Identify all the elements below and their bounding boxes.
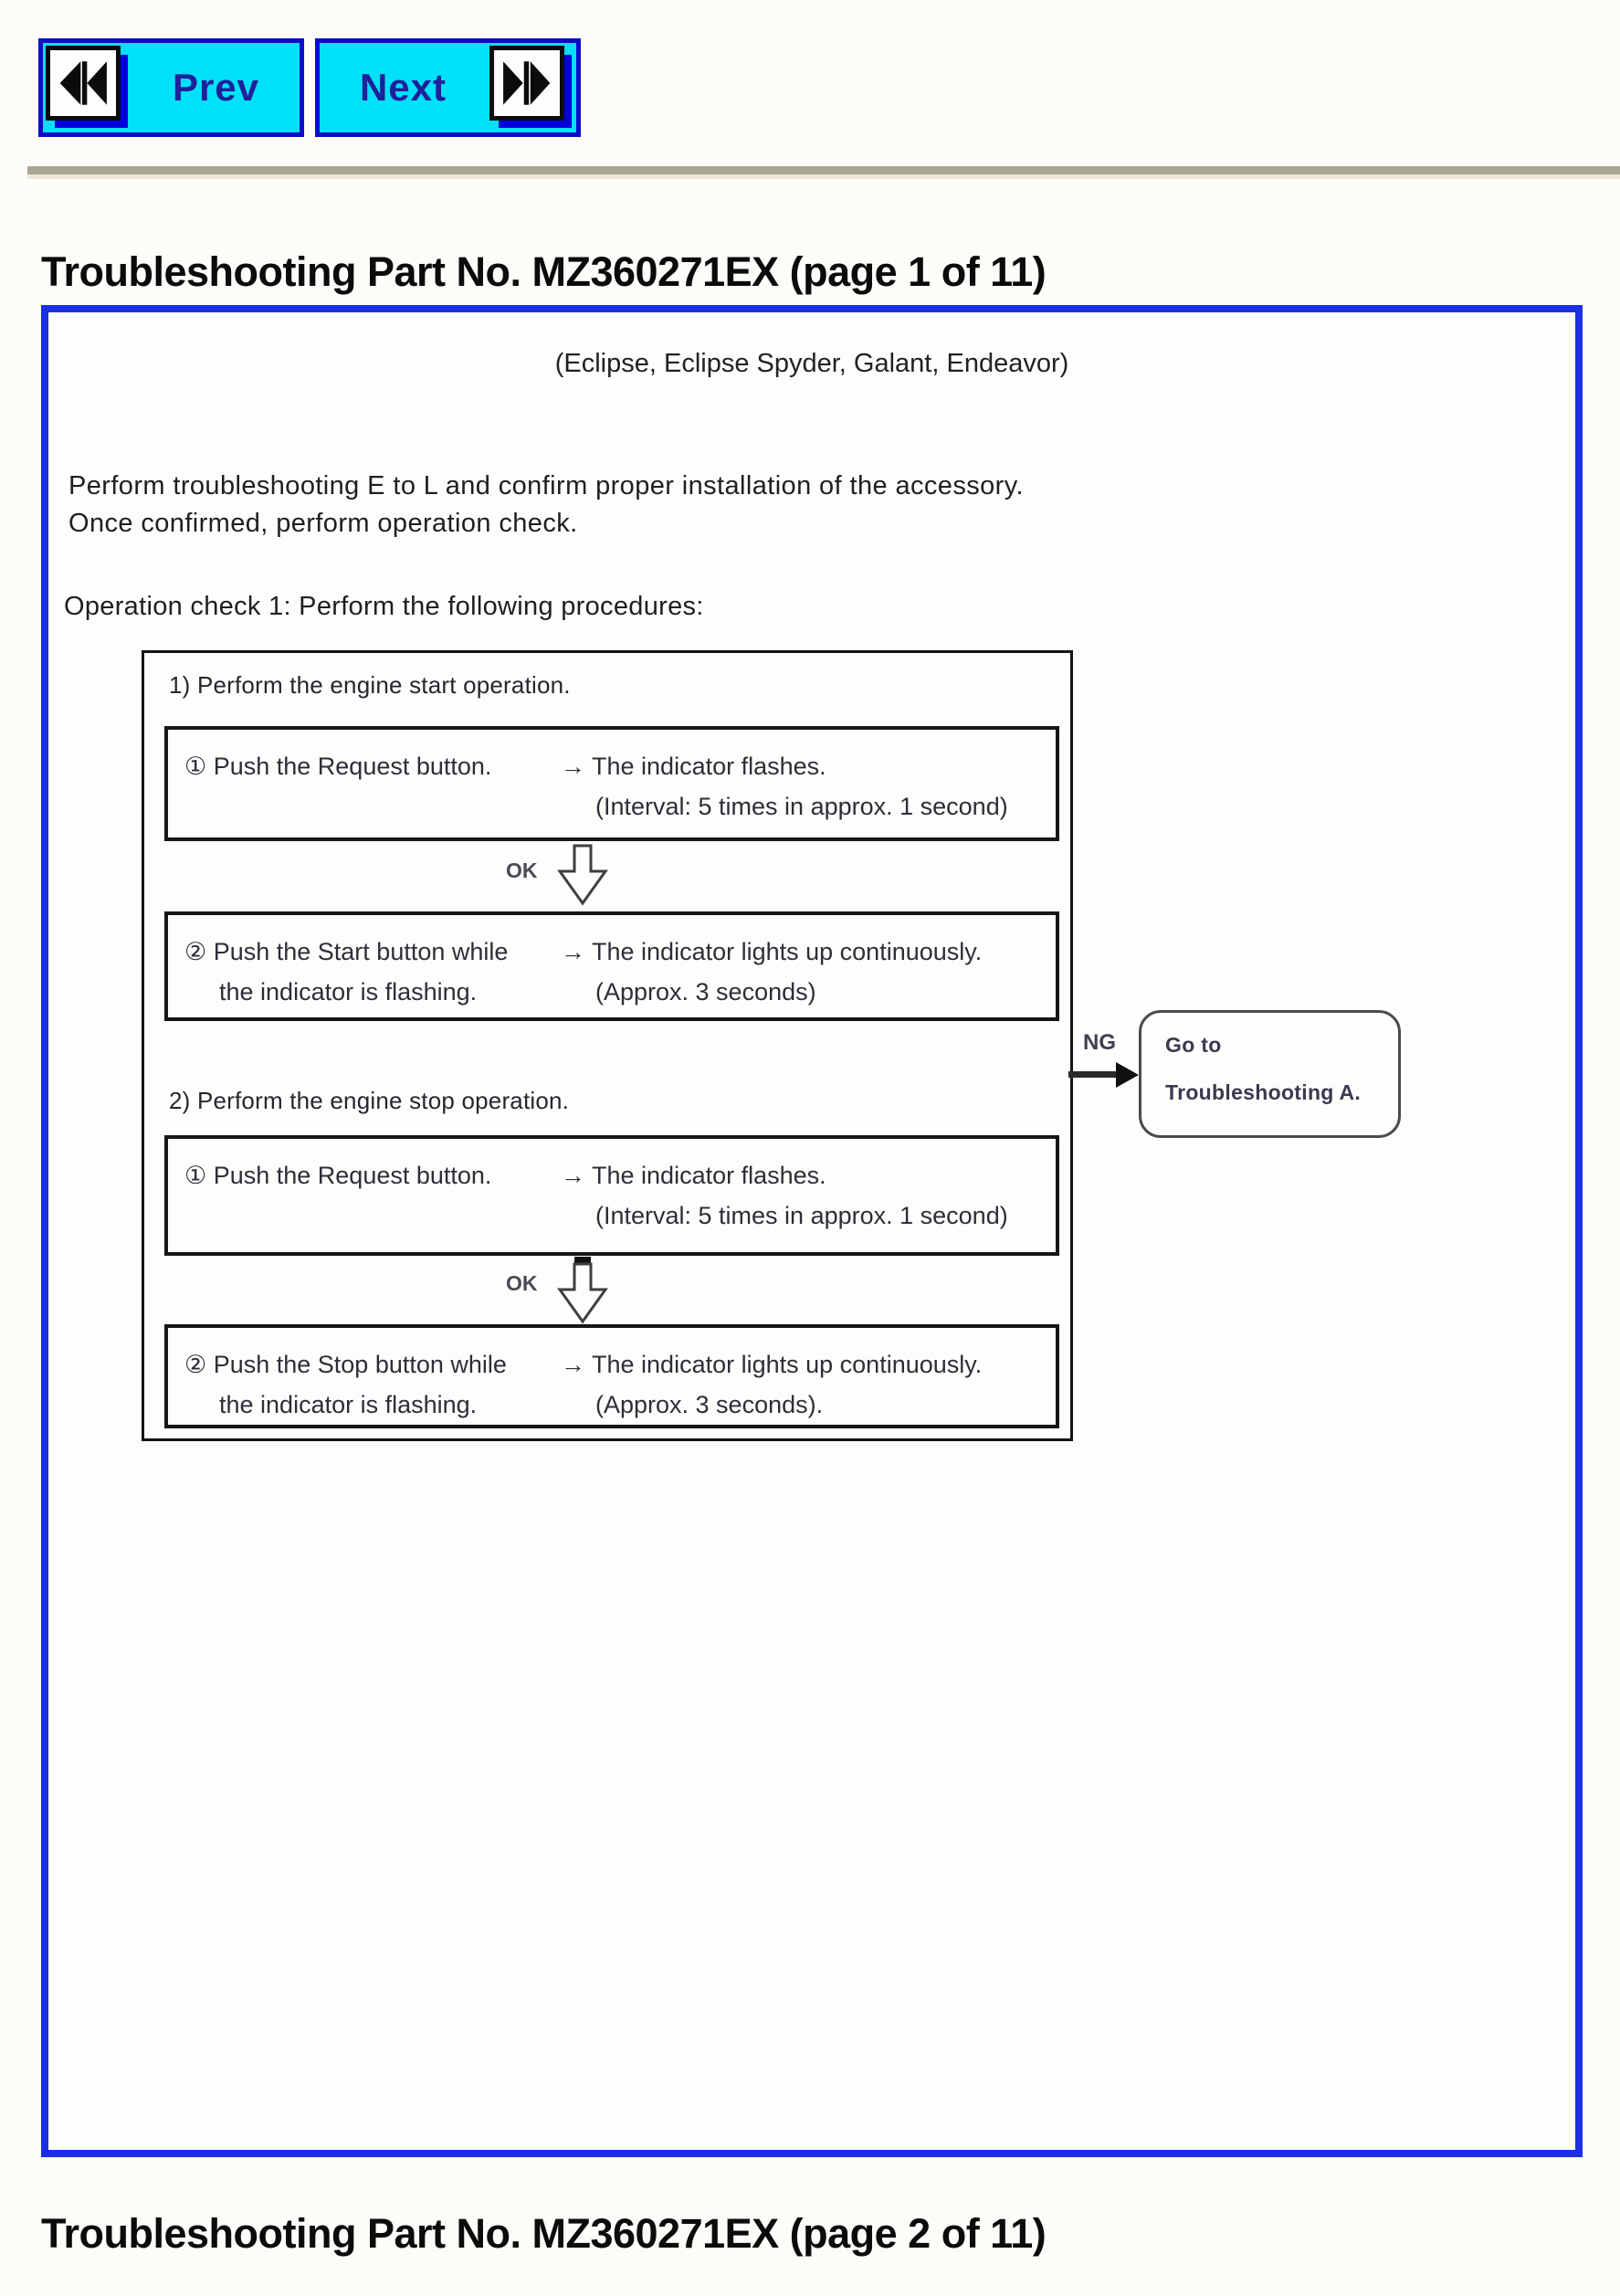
- goto-line-2: Troubleshooting A.: [1165, 1080, 1362, 1104]
- right-arrow-icon: [1068, 1062, 1139, 1088]
- ok-label: OK: [506, 858, 538, 882]
- fast-forward-icon: [489, 46, 573, 130]
- step-result: → The indicator flashes.: [561, 1162, 826, 1189]
- step-action-cont: the indicator is flashing.: [219, 978, 478, 1006]
- rewind-icon: [46, 46, 130, 130]
- section-2-label: 2) Perform the engine stop operation.: [169, 1087, 570, 1114]
- section-1-label: 1) Perform the engine start operation.: [169, 671, 571, 699]
- ok-label: OK: [506, 1271, 538, 1295]
- step-action: ② Push the Stop button while: [184, 1351, 507, 1378]
- ng-label: NG: [1083, 1030, 1116, 1055]
- step-result-detail: (Interval: 5 times in approx. 1 second): [595, 1202, 1008, 1229]
- goto-line-1: Go to: [1165, 1033, 1222, 1057]
- step-box-1: ① Push the Request button. → The indicat…: [164, 726, 1059, 841]
- step-box-3: ① Push the Request button. → The indicat…: [164, 1135, 1059, 1256]
- step-result-detail: (Approx. 3 seconds): [595, 978, 816, 1006]
- goto-troubleshooting-box: Go to Troubleshooting A.: [1139, 1010, 1401, 1138]
- operation-check-line: Operation check 1: Perform the following…: [64, 592, 704, 621]
- horizontal-divider-highlight: [27, 174, 1620, 179]
- step-box-4: ② Push the Stop button while the indicat…: [164, 1324, 1059, 1428]
- page-title: Troubleshooting Part No. MZ360271EX (pag…: [41, 248, 1047, 295]
- down-arrow-icon: [557, 844, 608, 906]
- step-action-cont: the indicator is flashing.: [219, 1391, 478, 1418]
- step-result: → The indicator lights up continuously.: [561, 1351, 983, 1378]
- next-button[interactable]: Next: [315, 38, 581, 137]
- vehicle-list-line: (Eclipse, Eclipse Spyder, Galant, Endeav…: [554, 349, 1069, 378]
- ok-connector-2: OK: [499, 1257, 617, 1324]
- step-action: ② Push the Start button while: [184, 938, 509, 965]
- double-right-triangles-icon: [503, 61, 551, 105]
- step-result-detail: (Approx. 3 seconds).: [595, 1391, 824, 1418]
- step-action: ① Push the Request button.: [184, 1162, 492, 1189]
- down-arrow-icon: [557, 1257, 608, 1324]
- step-result-detail: (Interval: 5 times in approx. 1 second): [595, 793, 1008, 820]
- next-page-title: Troubleshooting Part No. MZ360271EX (pag…: [41, 2210, 1047, 2257]
- step-box-2: ② Push the Start button while the indica…: [164, 911, 1059, 1021]
- step-action: ① Push the Request button.: [184, 753, 492, 780]
- prev-button-label: Prev: [172, 66, 260, 109]
- icon-face: [489, 46, 564, 121]
- intro-line-2: Once confirmed, perform operation check.: [68, 509, 578, 538]
- double-left-triangles-icon: [59, 61, 107, 105]
- prev-button[interactable]: Prev: [38, 38, 304, 137]
- next-button-label: Next: [359, 66, 447, 109]
- ok-connector-1: OK: [499, 844, 617, 910]
- intro-line-1: Perform troubleshooting E to L and confi…: [68, 471, 1024, 500]
- icon-face: [46, 46, 121, 121]
- horizontal-divider: [27, 166, 1620, 174]
- step-result: → The indicator lights up continuously.: [561, 938, 983, 965]
- step-result: → The indicator flashes.: [561, 753, 826, 780]
